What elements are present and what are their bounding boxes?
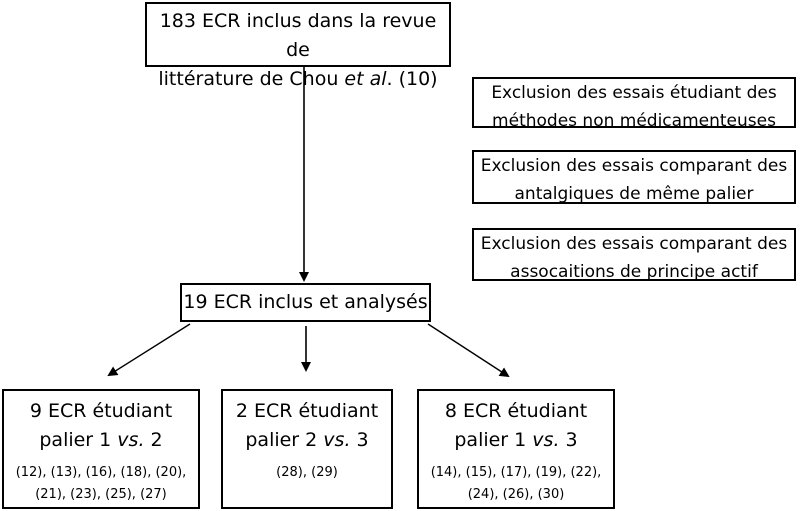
result-box-3-refs1: (14), (15), (17), (19), (22),: [430, 465, 602, 480]
top-box-line1: 183 ECR inclus dans la revue de: [159, 10, 437, 61]
result-box-1-line2: palier 1 vs. 2: [39, 429, 163, 451]
exclusion-box-1: Exclusion des essais étudiant des méthod…: [472, 77, 796, 131]
arrow-middle-to-left: [107, 323, 191, 377]
result-box-1-refs2: (21), (23), (25), (27): [35, 487, 167, 502]
result-box-2-line1: 2 ECR étudiant: [235, 400, 379, 422]
exclusion-box-1-line1: Exclusion des essais étudiant des: [491, 83, 777, 103]
top-box: 183 ECR inclus dans la revue de littérat…: [145, 2, 451, 90]
result-box-2-refs1: (28), (29): [276, 465, 338, 480]
result-box-1-refs1: (12), (13), (16), (18), (20),: [15, 465, 187, 480]
arrow-middle-to-right: [427, 323, 510, 378]
exclusion-box-2: Exclusion des essais comparant des antal…: [472, 150, 796, 204]
result-box-3-refs2: (24), (26), (30): [467, 487, 565, 502]
result-box-2: 2 ECR étudiant palier 2 vs. 3 (28), (29): [221, 389, 393, 509]
top-box-line2: littérature de Chou et al. (10): [158, 68, 438, 90]
middle-box: 19 ECR inclus et analysés: [180, 283, 431, 322]
result-box-2-line2: palier 2 vs. 3: [245, 429, 369, 451]
exclusion-box-3: Exclusion des essais comparant des assoc…: [472, 228, 796, 282]
result-box-1-line1: 9 ECR étudiant: [29, 400, 173, 422]
exclusion-box-1-line2: méthodes non médicamenteuses: [492, 111, 776, 131]
exclusion-box-2-line2: antalgiques de même palier: [514, 184, 754, 204]
exclusion-box-3-line2: assocaitions de principe actif: [510, 262, 758, 282]
result-box-1: 9 ECR étudiant palier 1 vs. 2 (12), (13)…: [2, 389, 200, 509]
exclusion-box-3-line1: Exclusion des essais comparant des: [480, 234, 788, 254]
middle-box-text: 19 ECR inclus et analysés: [183, 291, 428, 313]
result-box-3: 8 ECR étudiant palier 1 vs. 3 (14), (15)…: [417, 389, 615, 509]
result-box-3-line2: palier 1 vs. 3: [454, 429, 578, 451]
result-box-3-line1: 8 ECR étudiant: [444, 400, 588, 422]
exclusion-box-2-line1: Exclusion des essais comparant des: [480, 156, 788, 176]
